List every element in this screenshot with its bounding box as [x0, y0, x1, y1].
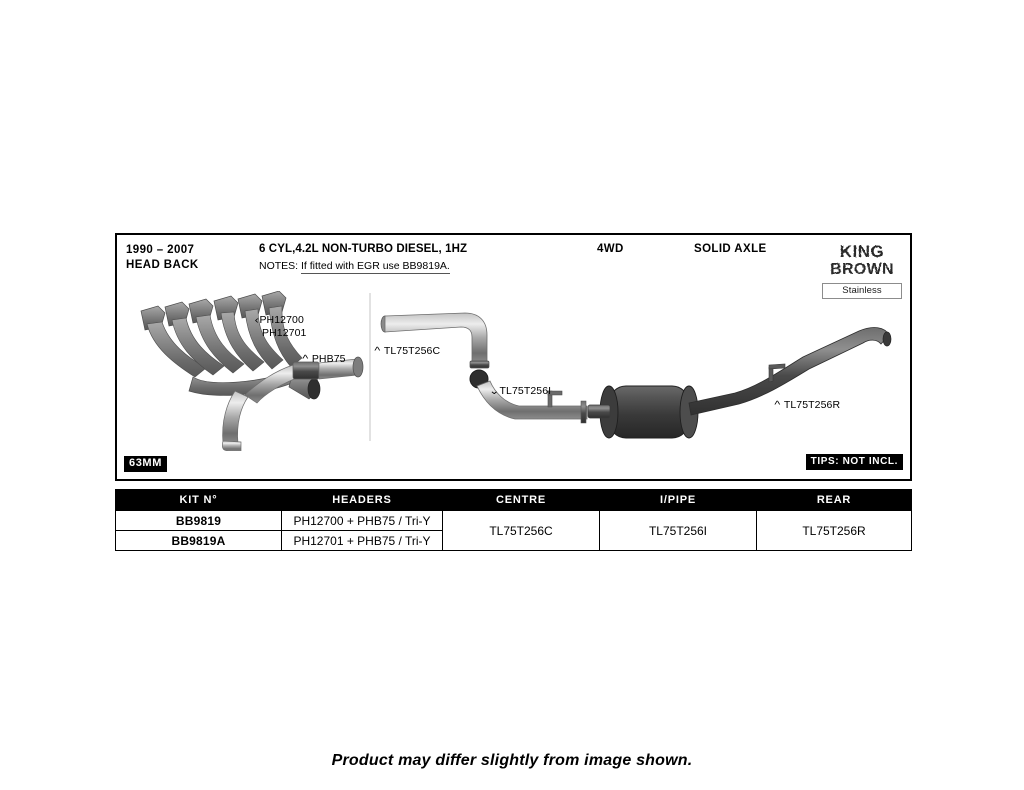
centre-pipe-outlet-collar: [469, 360, 490, 369]
cell-centre: TL75T256C: [442, 510, 600, 551]
column-header-headers: HEADERS: [281, 489, 443, 511]
engine-spec-text: 6 CYL,4.2L NON-TURBO DIESEL, 1HZ: [259, 243, 468, 255]
cell-headers: PH12701 + PHB75 / Tri-Y: [281, 530, 443, 551]
fitment-diagram-panel: 1990 – 2007 HEAD BACK 6 CYL,4.2L NON-TUR…: [115, 233, 912, 481]
callout-header-primary: ‹PH12700: [254, 314, 304, 326]
column-header-kit: KIT N°: [115, 489, 282, 511]
brand-name-line2: BROWN: [830, 261, 894, 278]
callout-centre-pipe: ^ TL75T256C: [374, 345, 441, 357]
table-row: BB9819 PH12700 + PHB75 / Tri-Y TL75T256C…: [115, 510, 912, 551]
callout-arrow-left-icon: ‹: [254, 315, 259, 326]
collector-left-leg: [222, 390, 249, 445]
muffler-body: [608, 385, 690, 439]
rear-pipe-hanger-arm: [768, 363, 786, 370]
exhaust-system-diagram: [117, 291, 910, 451]
stainless-badge: Stainless: [822, 283, 902, 299]
tips-not-included-badge: TIPS: NOT INCL.: [805, 454, 903, 470]
exhaust-artwork-svg: [140, 291, 892, 451]
year-range-text: 1990 – 2007: [126, 244, 195, 256]
pipe-size-badge: 63MM: [124, 456, 167, 472]
header-runner-tubes: [146, 305, 303, 378]
callout-collector: ^ PHB75: [302, 353, 346, 365]
drivetrain-text: 4WD: [597, 243, 624, 255]
notes-text: If fitted with EGR use BB9819A.: [301, 260, 450, 274]
extractor-header-graphic: [140, 291, 321, 400]
intermediate-pipe-graphic: [469, 369, 588, 424]
callout-intermediate-pipe: ⌄TL75T256I: [488, 385, 552, 397]
spec-header: 1990 – 2007 HEAD BACK 6 CYL,4.2L NON-TUR…: [117, 235, 910, 299]
cell-ipipe: TL75T256I: [599, 510, 757, 551]
king-brown-logo: KING BROWN: [830, 242, 894, 278]
vehicle-year-fitment: 1990 – 2007 HEAD BACK: [126, 243, 199, 273]
notes-label: NOTES:: [259, 260, 299, 272]
tri-y-collector-graphic: [221, 356, 364, 451]
callout-rear-pipe: ^ TL75T256R: [774, 399, 841, 411]
cell-rear: TL75T256R: [756, 510, 912, 551]
callout-arrow-up-icon: ^: [302, 354, 309, 365]
tailpipe-outlet: [882, 331, 892, 347]
muffler-inlet-neck: [587, 404, 611, 419]
rear-assembly-graphic: [587, 327, 892, 439]
cell-kit-number: BB9819A: [115, 530, 282, 551]
table-header-row: KIT N° HEADERS CENTRE I/PIPE REAR: [115, 489, 912, 511]
intermediate-pipe-body: [476, 380, 588, 420]
brand-block: KING BROWN Stainless: [822, 239, 902, 299]
callout-arrow-up-icon: ^: [774, 400, 781, 411]
callout-arrow-down-icon: ⌄: [488, 386, 500, 397]
callout-arrow-up-icon: ^: [374, 346, 381, 357]
callout-header-secondary: PH12701: [262, 327, 307, 339]
header-outlet-bore: [307, 378, 321, 400]
collector-lower-hook: [221, 440, 242, 451]
centre-pipe-graphic: [380, 312, 490, 369]
notes-line: NOTES: If fitted with EGR use BB9819A.: [259, 260, 450, 274]
cell-headers: PH12700 + PHB75 / Tri-Y: [281, 510, 443, 531]
column-header-ipipe: I/PIPE: [599, 489, 757, 511]
fitment-type-text: HEAD BACK: [126, 259, 199, 271]
parts-table: KIT N° HEADERS CENTRE I/PIPE REAR BB9819…: [115, 489, 912, 551]
collector-outlet-flange: [352, 356, 364, 378]
column-header-rear: REAR: [756, 489, 912, 511]
disclaimer-text: Product may differ slightly from image s…: [331, 752, 693, 769]
intermediate-pipe-hanger-arm: [547, 390, 563, 396]
cell-kit-number: BB9819: [115, 510, 282, 531]
brand-name-line1: KING: [840, 242, 885, 261]
table-row: BB9819A PH12701 + PHB75 / Tri-Y: [115, 530, 912, 551]
axle-type-text: SOLID AXLE: [694, 243, 767, 255]
rear-tailpipe-body: [688, 327, 890, 416]
column-header-centre: CENTRE: [442, 489, 600, 511]
intermediate-pipe-outlet-collar: [580, 400, 587, 424]
